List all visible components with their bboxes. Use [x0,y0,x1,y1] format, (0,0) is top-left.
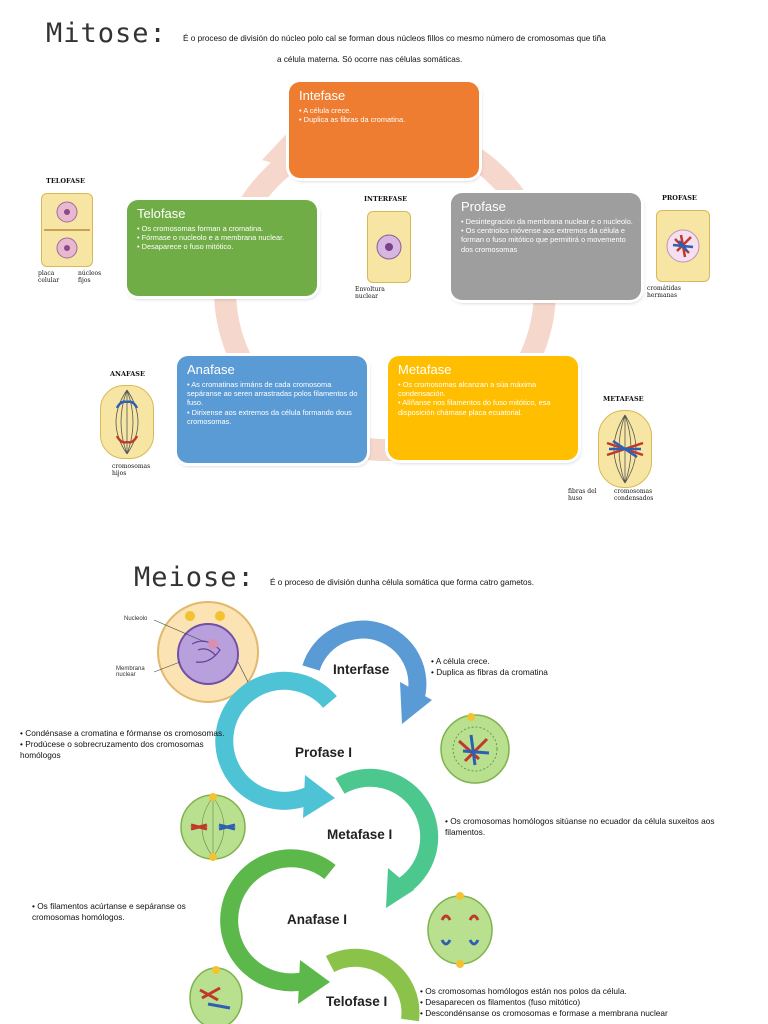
meiose-stage-profase-i: Profase I [295,745,353,760]
cell-label-nucleolo: Nucleolo [124,616,148,622]
telofase-cell-drawing [44,201,90,259]
phase-item: Dirixense aos extremos da célula formand… [187,408,361,426]
mitose-phase-anafase: Anafase As cromatinas irmáns de cada cro… [177,356,367,463]
meiose-stage-interfase: Interfase [333,662,390,677]
mitose-phase-profase: Profase Desintegración da membrana nucle… [451,193,641,300]
phase-title: Telofase [137,206,186,221]
phase-item: Os centriolos móvense aos extremos da cé… [461,226,635,254]
cell-label-membrana: Membrana nuclear [116,666,145,678]
illustration-heading-interfase: INTERFASE [364,195,408,203]
metafase-label-fibras: fibras del huso [568,488,597,502]
phase-item: Desintegración da membrana nuclear e o n… [461,217,635,226]
metafase-i-cell-illustration [180,793,246,861]
bullet: A célula crece. [431,656,631,667]
bullet: Prodúcese o sobrecruzamento dos cromosom… [20,739,230,761]
illustration-heading-metafase: METAFASE [603,395,644,403]
telofase-cell-illustration [41,193,93,267]
interfase-label: Envoltura nuclear [355,286,385,300]
bullet: Os cromosomas homólogos sitúanse no ecua… [445,816,735,838]
profase-i-bullets: Condénsase a cromatina e fórmanse os cro… [20,728,230,761]
bullet: Os filamentos acúrtanse e sepáranse os c… [32,901,232,923]
mitose-title: Mitose: [46,18,167,49]
telofase-label-nucleos: núcleos fijos [78,270,102,284]
bullet: Os cromosomas homólogos están nos polos … [420,986,740,997]
profase-label: cromátidas hermanas [647,285,681,299]
metafase-i-bullets: Os cromosomas homólogos sitúanse no ecua… [445,816,735,838]
metafase-cell-drawing [606,414,644,484]
interfase-bullets: A célula crece. Duplica as fibras da cro… [431,656,631,678]
profase-i-cell-illustration [440,713,510,784]
phase-title: Intefase [299,88,346,103]
metafase-label-cromosomas: cromosomas condensados [614,488,654,502]
anafase-cell-illustration [100,385,154,459]
bullet: Descondénsanse os cromosomas e formase a… [420,1008,740,1019]
bullet: Duplica as fibras da cromatina [431,667,631,678]
phase-item: Fórmase o nucleolo e a membrana nuclear. [137,233,311,242]
phase-item: Desaparece o fuso mitótico. [137,242,311,251]
mitose-definition-line2: a célula materna. Só ocorre nas células … [277,55,463,64]
anafase-i-bullets: Os filamentos acúrtanse e sepáranse os c… [32,901,232,923]
telofase-i-bullets: Os cromosomas homólogos están nos polos … [420,986,740,1019]
meiose-definition: É o proceso de división dunha célula som… [270,578,534,587]
telofase-label-placa: placa celular [38,270,60,284]
phase-item: Duplica as fibras da cromatina. [299,115,473,124]
meiose-cell-illustration [153,601,259,703]
interfase-cell-illustration [367,211,411,283]
anafase-i-cell-illustration [427,892,493,968]
anafase-label: cromosomas hijos [112,463,151,477]
profase-cell-illustration [656,210,710,282]
illustration-heading-anafase: ANAFASE [110,370,145,378]
telofase-i-cell-illustration [189,966,243,1024]
bullet: Condénsase a cromatina e fórmanse os cro… [20,728,230,739]
interfase-cell-drawing [376,234,402,260]
anafase-cell-drawing [115,389,139,455]
phase-item: Os cromosomas forman a cromatina. [137,224,311,233]
phase-item: A célula crece. [299,106,473,115]
illustration-heading-profase: PROFASE [662,194,697,202]
meiose-title: Meiose: [134,562,255,593]
meiose-stage-telofase-i: Telofase I [326,994,388,1009]
meiose-stage-anafase-i: Anafase I [287,912,348,927]
meiose-stage-metafase-i: Metafase I [327,827,393,842]
mitose-definition-line1: É o proceso de división do núcleo polo c… [183,34,606,43]
profase-cell-drawing [666,229,700,263]
illustration-heading-telofase: TELOFASE [46,177,85,185]
phase-item: Os cromosomas alcanzan a súa máxima cond… [398,380,572,398]
mitose-phase-telofase: Telofase Os cromosomas forman a cromatin… [127,200,317,296]
mitose-phase-metafase: Metafase Os cromosomas alcanzan a súa má… [388,356,578,460]
phase-title: Metafase [398,362,452,377]
mitose-phase-intefase: Intefase A célula crece. Duplica as fibr… [289,82,479,178]
bullet: Desaparecen os filamentos (fuso mitótico… [420,997,740,1008]
metafase-cell-illustration [598,410,652,488]
meiose-flow-arrows [215,620,439,1022]
phase-title: Profase [461,199,506,214]
phase-item: Alíñanse nos filamentos do fuso mitótico… [398,398,572,416]
phase-item: As cromatinas irmáns de cada cromosoma s… [187,380,361,408]
phase-title: Anafase [187,362,235,377]
